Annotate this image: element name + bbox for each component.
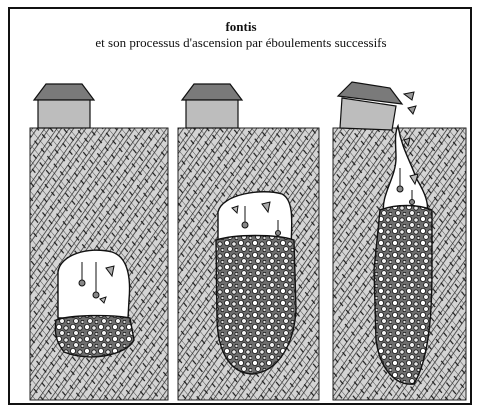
falling-tile xyxy=(408,106,416,114)
panel-stage-1 xyxy=(30,84,168,400)
rubble-pile xyxy=(374,206,432,385)
panel-stage-3 xyxy=(333,82,466,400)
house-roof xyxy=(182,84,242,100)
house-roof xyxy=(34,84,94,100)
falling-tile xyxy=(404,92,414,100)
house-wall xyxy=(186,100,238,128)
rubble-pile xyxy=(216,236,296,375)
cavity xyxy=(58,250,130,318)
house-wall xyxy=(38,100,90,128)
house xyxy=(182,84,242,128)
house xyxy=(34,84,94,128)
rubble-pile xyxy=(55,316,134,357)
panel-stage-2 xyxy=(178,84,319,400)
house-collapsing xyxy=(338,82,416,130)
